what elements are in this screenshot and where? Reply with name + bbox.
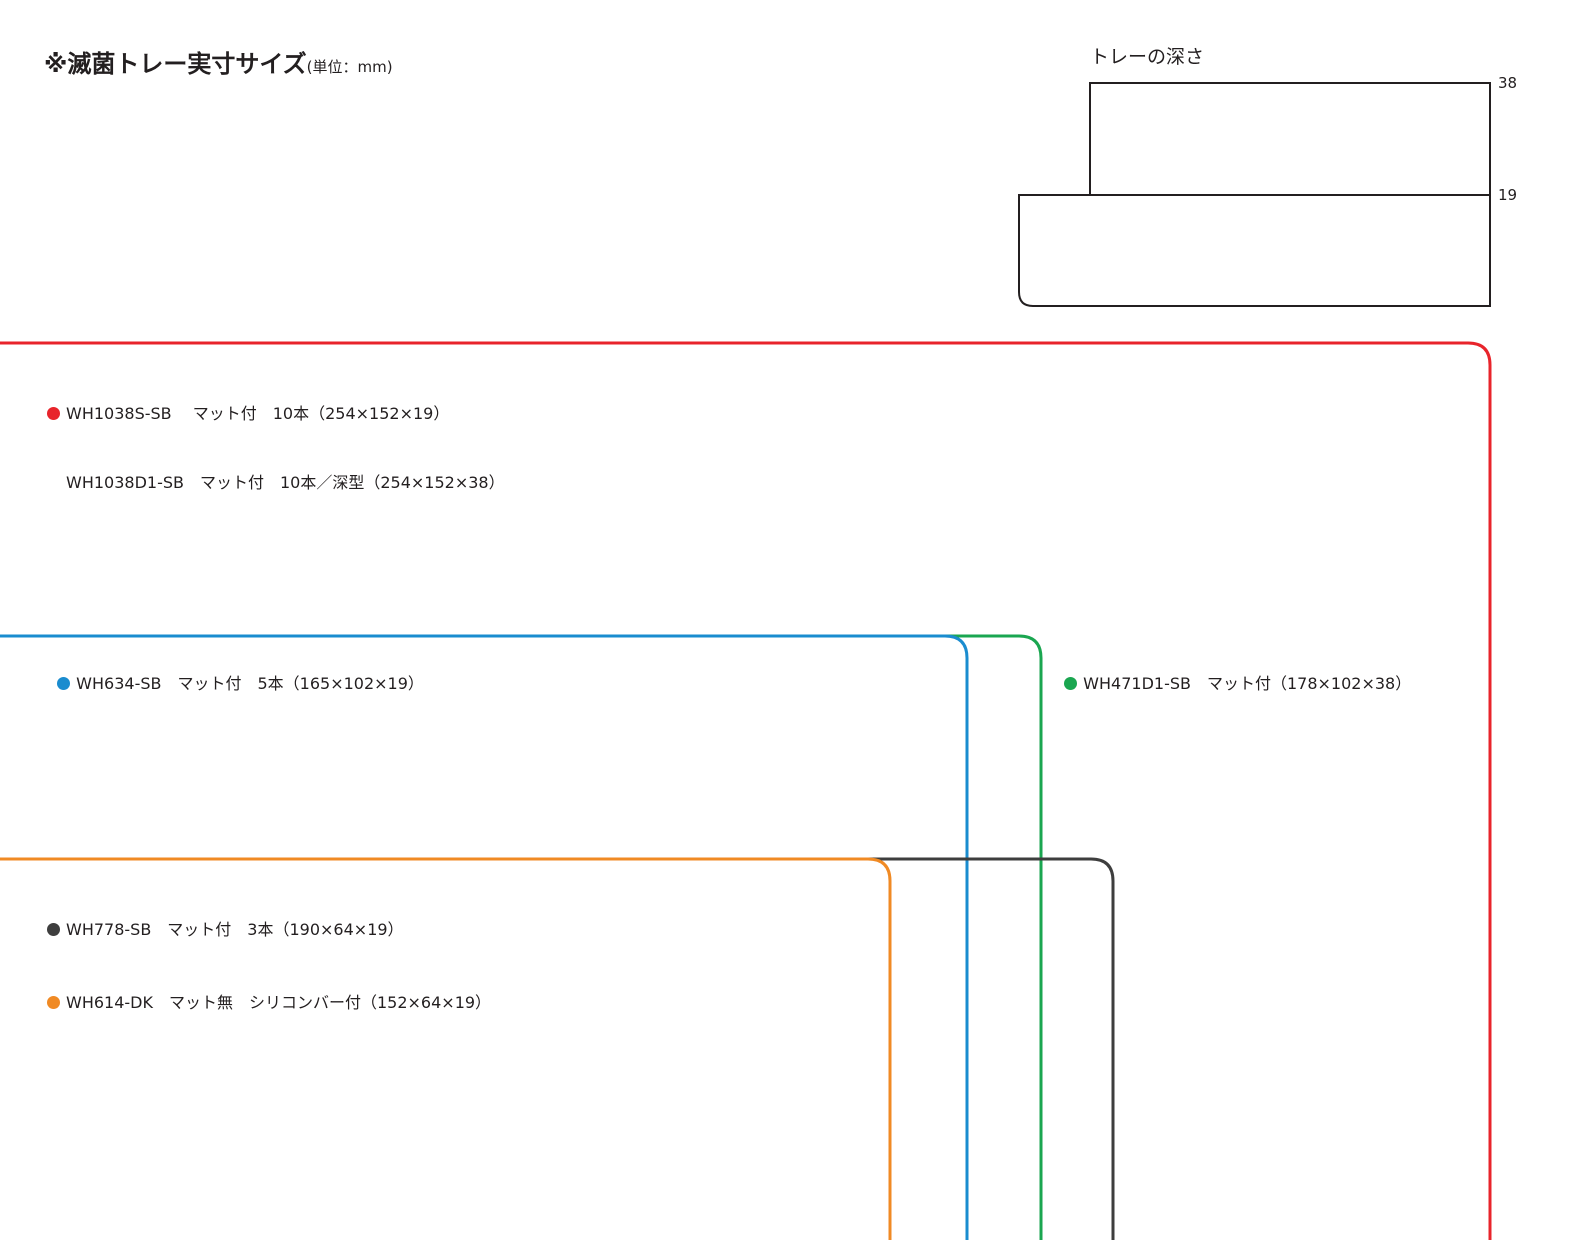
frame-wh634 xyxy=(0,634,969,1240)
label-wh471d1: WH471D1-SB マット付（178×102×38） xyxy=(1054,649,1411,695)
frame-wh471d1 xyxy=(940,634,1043,1240)
label-wh1038: WH1038S-SB マット付 10本（254×152×19） WH1038D1… xyxy=(47,356,505,517)
label-wh634: WH634-SB マット付 5本（165×102×19） xyxy=(47,649,424,695)
depth-label-38: 38 xyxy=(1498,74,1518,92)
depth-shallow-outline xyxy=(1018,194,1491,307)
frame-wh614 xyxy=(0,857,892,1240)
frame-wh1038 xyxy=(0,341,1492,1240)
red-dot-icon xyxy=(47,407,60,420)
blue-dot-icon xyxy=(57,677,71,690)
green-dot-icon xyxy=(1064,677,1078,690)
depth-deep-outline xyxy=(1089,82,1491,195)
page-title: ※滅菌トレー実寸サイズ(単位：mm) xyxy=(44,50,393,78)
orange-dot-icon xyxy=(47,996,60,1009)
depth-title: トレーの深さ xyxy=(1090,46,1205,68)
label-wh778: WH778-SB マット付 3本（190×64×19） WH614-DK マット… xyxy=(47,872,491,1037)
gray-dot-icon xyxy=(47,923,60,936)
frame-wh778 xyxy=(860,857,1115,1240)
depth-label-19: 19 xyxy=(1498,186,1518,204)
